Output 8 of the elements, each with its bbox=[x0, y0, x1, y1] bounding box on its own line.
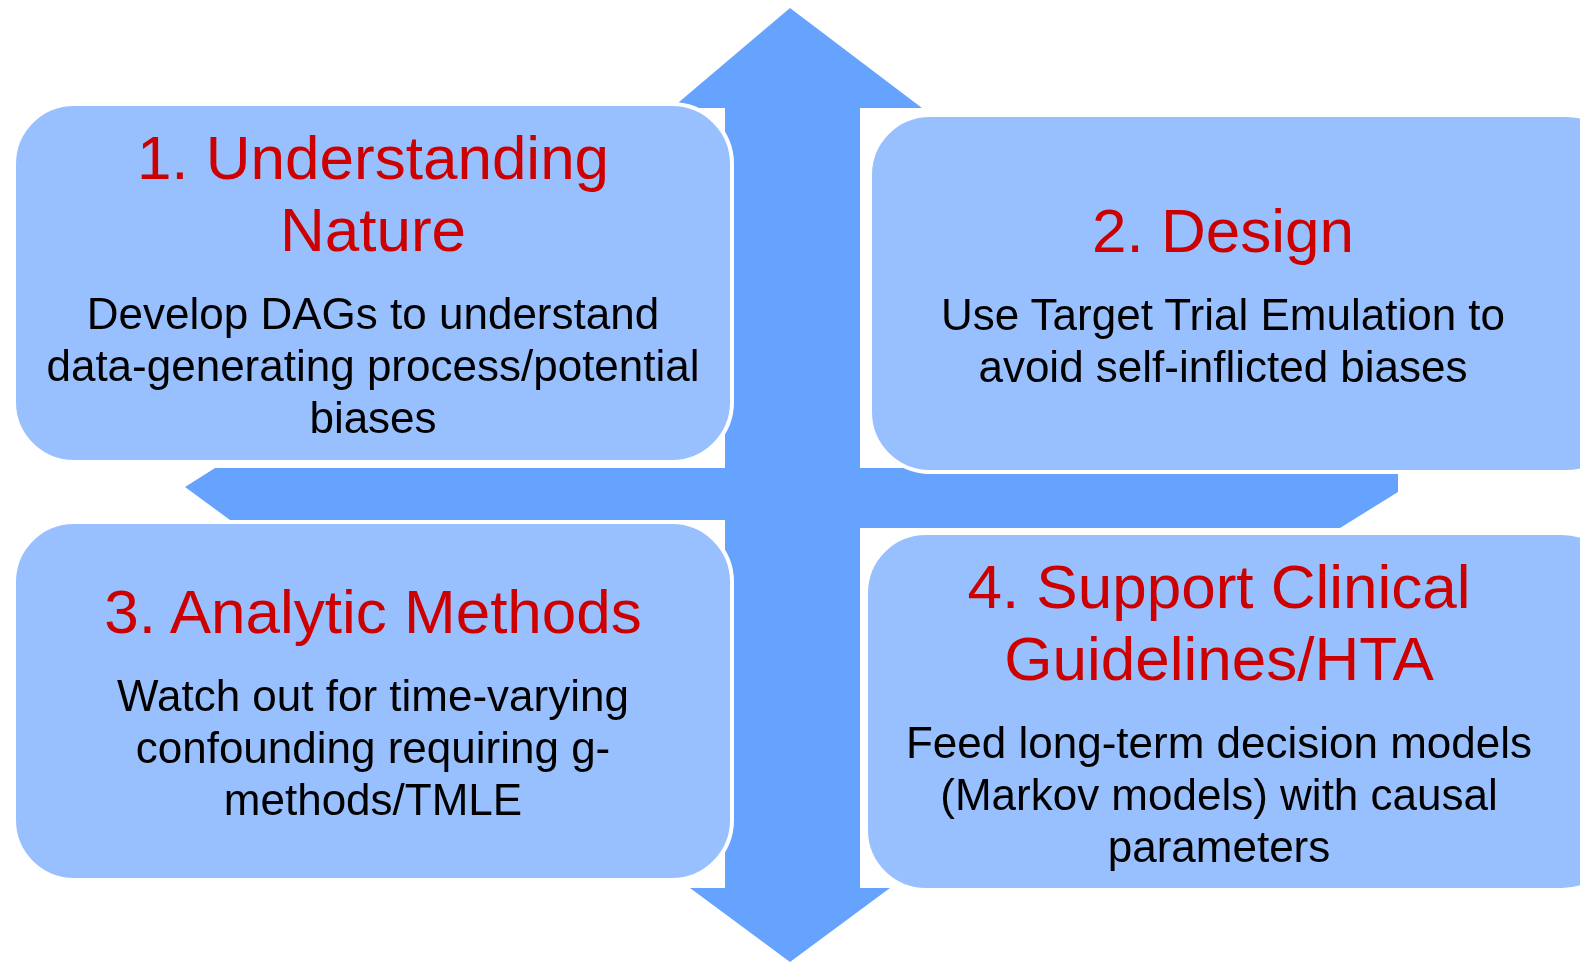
box-heading: 3. Analytic Methods bbox=[104, 576, 642, 648]
box-heading: 4. Support Clinical Guidelines/HTA bbox=[966, 550, 1472, 695]
box-description: Feed long-term decision models (Markov models) with causal parameters bbox=[904, 716, 1534, 873]
box-heading: 1. Understanding Nature bbox=[135, 122, 611, 266]
box-description: Use Target Trial Emulation to avoid self-inflicted biases bbox=[939, 288, 1507, 393]
box-description: Develop DAGs to understand data-generating process/potential biases bbox=[46, 288, 700, 444]
box-heading: 2. Design bbox=[1092, 194, 1354, 267]
box-description: Watch out for time-varying confounding requiring g-methods/TMLE bbox=[116, 670, 630, 826]
